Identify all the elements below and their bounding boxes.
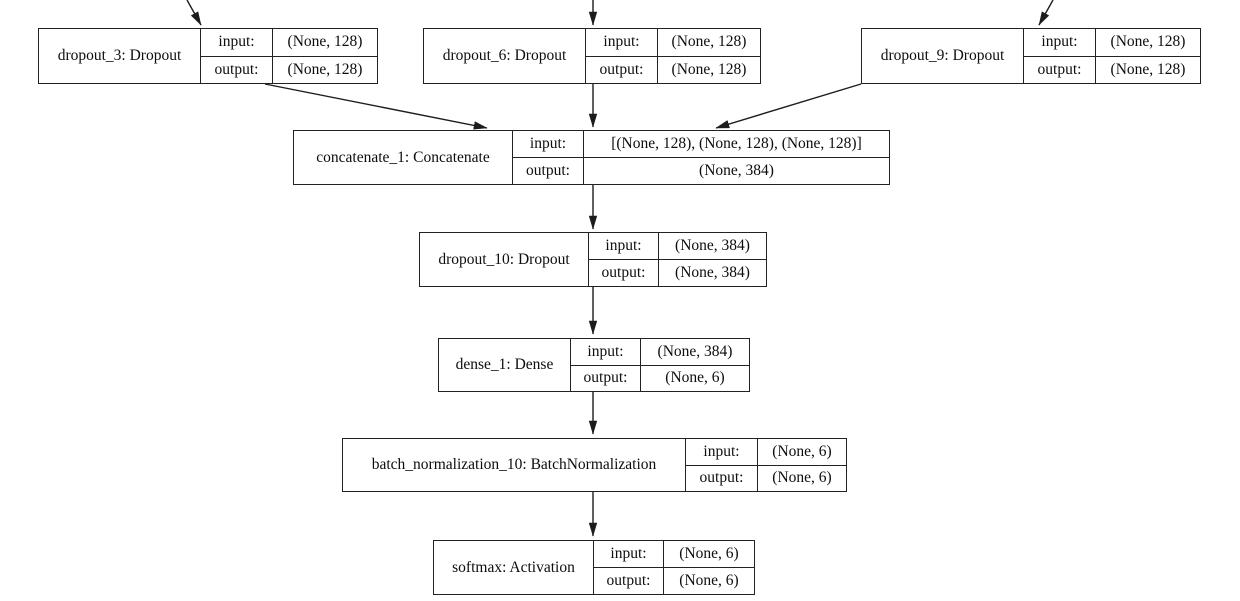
output-shape: (None, 128) [671, 60, 747, 78]
output-label: output: [1024, 56, 1096, 83]
output-shape: (None, 384) [675, 264, 750, 281]
edge-offscreen-to-dropout_9 [1038, 0, 1054, 26]
layer-node-concatenate_1: concatenate_1: Concatenate input: [(None… [293, 130, 890, 185]
layer-name: batch_normalization_10: BatchNormalizati… [343, 439, 686, 491]
input-shape: (None, 128) [1110, 33, 1186, 51]
input-shape: (None, 128) [671, 33, 747, 51]
input-label: input: [586, 29, 658, 56]
layer-name: dropout_10: Dropout [420, 233, 589, 286]
input-label: input: [686, 439, 758, 465]
layer-node-dropout_10: dropout_10: Dropout input: (None, 384) o… [419, 232, 767, 287]
layer-node-batch_normalization_10: batch_normalization_10: BatchNormalizati… [342, 438, 847, 492]
input-label: input: [1024, 29, 1096, 56]
layer-node-dropout_6: dropout_6: Dropout input: (None, 128) ou… [423, 28, 761, 84]
output-shape: (None, 128) [1110, 60, 1186, 78]
output-shape: (None, 6) [772, 469, 832, 487]
input-shape: (None, 6) [679, 545, 739, 562]
edge-dropout_9-to-concatenate_1 [715, 83, 862, 129]
input-shape: [(None, 128), (None, 128), (None, 128)] [611, 135, 862, 152]
edge-offscreen-to-dropout_3 [186, 0, 202, 26]
input-label: input: [513, 131, 584, 157]
output-shape: (None, 128) [287, 60, 363, 78]
input-shape: (None, 128) [287, 33, 363, 51]
layer-node-dense_1: dense_1: Dense input: (None, 384) output… [438, 338, 750, 392]
input-label: input: [594, 541, 664, 567]
layer-name: dropout_6: Dropout [424, 29, 586, 83]
output-shape: (None, 6) [665, 369, 725, 387]
output-label: output: [201, 56, 273, 83]
layer-node-dropout_9: dropout_9: Dropout input: (None, 128) ou… [861, 28, 1201, 84]
layer-name: concatenate_1: Concatenate [294, 131, 513, 184]
output-label: output: [589, 260, 659, 286]
output-label: output: [586, 56, 658, 83]
layer-node-softmax: softmax: Activation input: (None, 6) out… [433, 540, 755, 595]
input-shape: (None, 384) [657, 342, 733, 360]
output-label: output: [686, 465, 758, 491]
output-label: output: [513, 158, 584, 184]
output-label: output: [594, 568, 664, 594]
output-shape: (None, 6) [679, 572, 739, 589]
output-shape: (None, 384) [699, 162, 774, 179]
output-label: output: [571, 365, 641, 391]
edge-dropout_3-to-concatenate_1 [264, 83, 488, 130]
layer-name: softmax: Activation [434, 541, 594, 594]
layer-name: dropout_3: Dropout [39, 29, 201, 83]
input-label: input: [571, 339, 641, 365]
input-label: input: [589, 233, 659, 259]
input-label: input: [201, 29, 273, 56]
layer-name: dropout_9: Dropout [862, 29, 1024, 83]
input-shape: (None, 384) [675, 237, 750, 254]
input-shape: (None, 6) [772, 442, 832, 460]
layer-node-dropout_3: dropout_3: Dropout input: (None, 128) ou… [38, 28, 378, 84]
layer-name: dense_1: Dense [439, 339, 571, 391]
